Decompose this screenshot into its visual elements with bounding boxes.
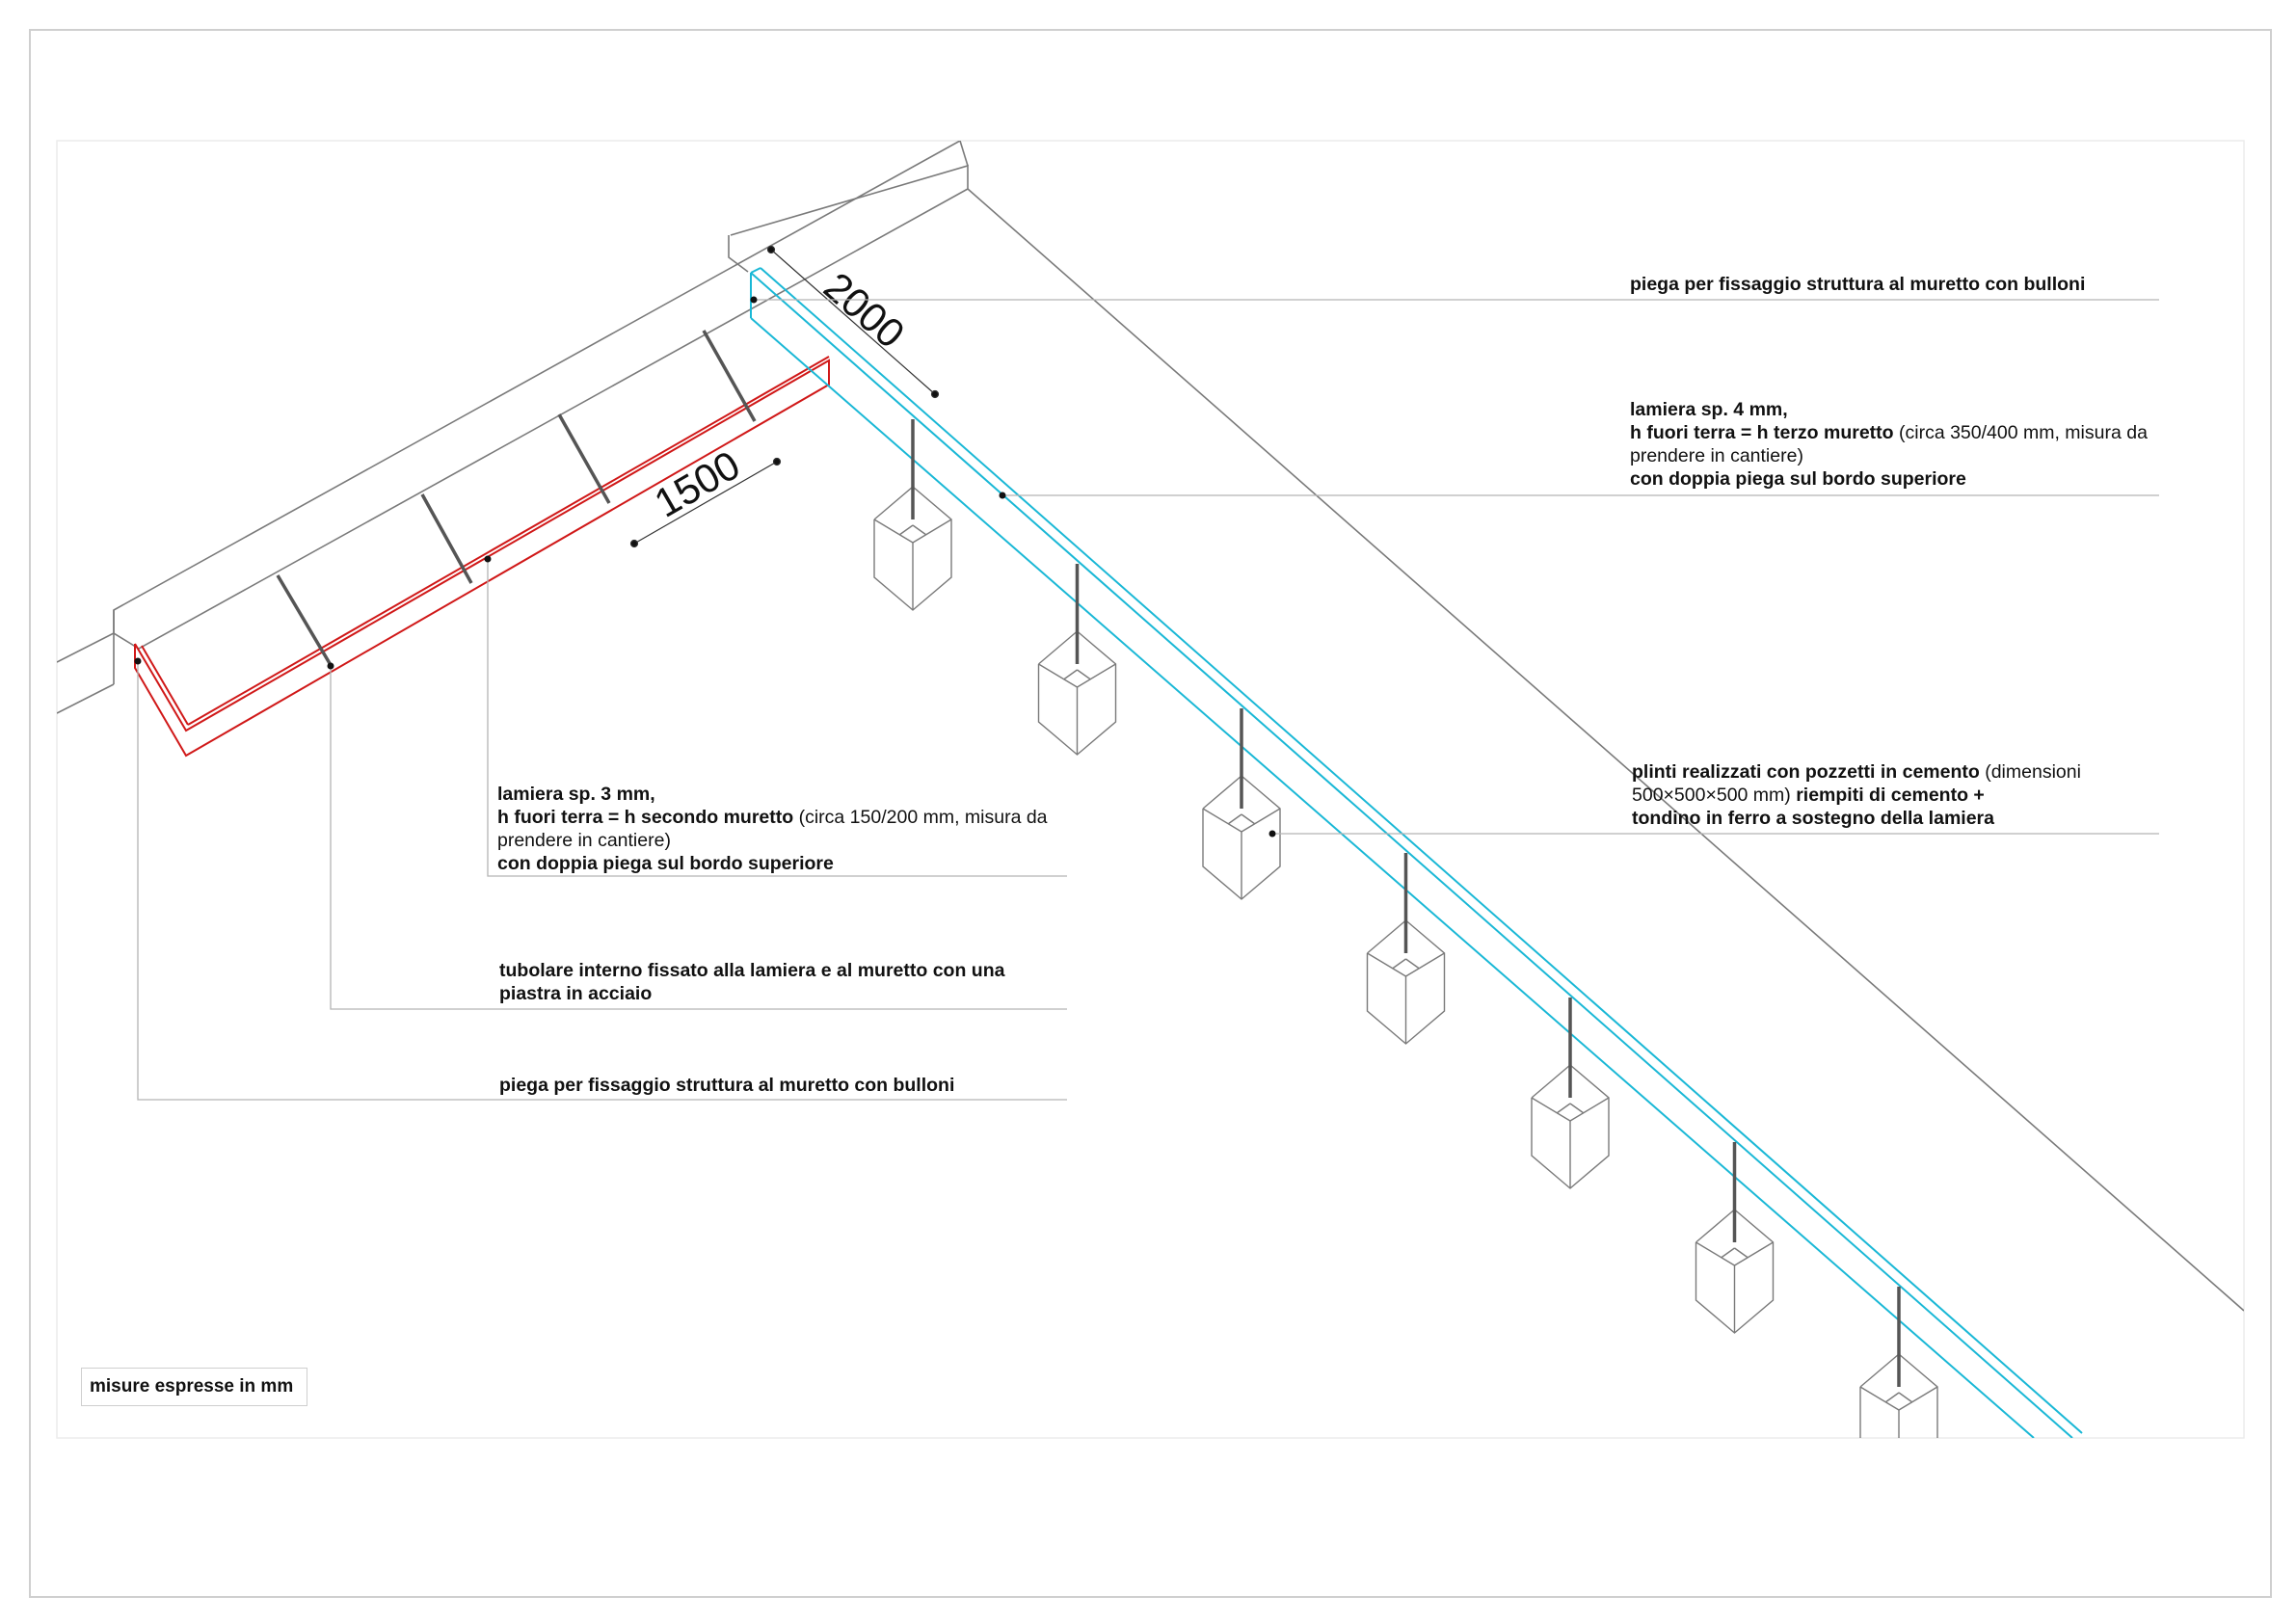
- plinths-line2-normal: 500×500×500 mm): [1632, 785, 1791, 806]
- plinths-line3: tondino in ferro a sostegno della lamier…: [1632, 808, 1994, 829]
- leader-lines: [137, 299, 2159, 1101]
- plinth: [1859, 1287, 1938, 1438]
- label-tube: tubolare interno fissato alla lamiera e …: [499, 959, 1004, 1005]
- sheet3-line2-bold: h fuori terra = h secondo muretto: [497, 807, 794, 828]
- label-top-fold-text: piega per fissaggio struttura al muretto…: [1630, 274, 2086, 295]
- plinth: [1366, 853, 1446, 1045]
- sheet4-line3: prendere in cantiere): [1630, 445, 1803, 466]
- internal-tubes: [276, 330, 757, 666]
- plinth: [1531, 998, 1610, 1189]
- cyan-sheet-4mm: [750, 267, 2083, 1438]
- red-sheet-3mm: [134, 356, 830, 758]
- plinths-line1-bold: plinti realizzati con pozzetti in cement…: [1632, 761, 1980, 783]
- label-top-fold: piega per fissaggio struttura al muretto…: [1630, 273, 2085, 296]
- dimension-1500-value: 1500: [647, 441, 747, 525]
- label-sheet-3mm: lamiera sp. 3 mm, h fuori terra = h seco…: [497, 783, 1048, 875]
- sheet4-line4: con doppia piega sul bordo superiore: [1630, 468, 1966, 490]
- plinth-group: [873, 419, 1938, 1438]
- inner-frame: [56, 140, 2245, 1439]
- sheet3-line4: con doppia piega sul bordo superiore: [497, 853, 834, 874]
- label-sheet-4mm: lamiera sp. 4 mm, h fuori terra = h terz…: [1630, 398, 2148, 491]
- units-note: misure espresse in mm: [81, 1368, 307, 1406]
- sheet3-line3: prendere in cantiere): [497, 830, 671, 851]
- outer-frame: [29, 29, 2272, 1598]
- label-bottom-fold: piega per fissaggio struttura al muretto…: [499, 1074, 954, 1097]
- sheet3-line2-normal: (circa 150/200 mm, misura da: [793, 807, 1048, 828]
- sheet4-line2-normal: (circa 350/400 mm, misura da: [1893, 422, 2148, 443]
- leader-dots: [134, 296, 1276, 838]
- plinths-line2-bold: riempiti di cemento +: [1790, 785, 1985, 806]
- dimension-2000: [766, 245, 940, 399]
- tube-line1: tubolare interno fissato alla lamiera e …: [499, 960, 1005, 981]
- plinth: [873, 419, 952, 611]
- plinth: [1695, 1142, 1775, 1334]
- sheet3-line1: lamiera sp. 3 mm,: [497, 784, 655, 805]
- plinth: [1037, 564, 1117, 756]
- tube-line2: piastra in acciaio: [499, 983, 653, 1004]
- sheet4-line2-bold: h fuori terra = h terzo muretto: [1630, 422, 1894, 443]
- dimension-1500: [629, 457, 782, 548]
- label-plinths: plinti realizzati con pozzetti in cement…: [1632, 760, 2081, 830]
- label-bottom-fold-text: piega per fissaggio struttura al muretto…: [499, 1075, 955, 1096]
- plinth: [1202, 708, 1281, 900]
- sheet4-line1: lamiera sp. 4 mm,: [1630, 399, 1788, 420]
- plinths-line1-normal: (dimensioni: [1979, 761, 2081, 783]
- wall-geometry: [57, 141, 2244, 1312]
